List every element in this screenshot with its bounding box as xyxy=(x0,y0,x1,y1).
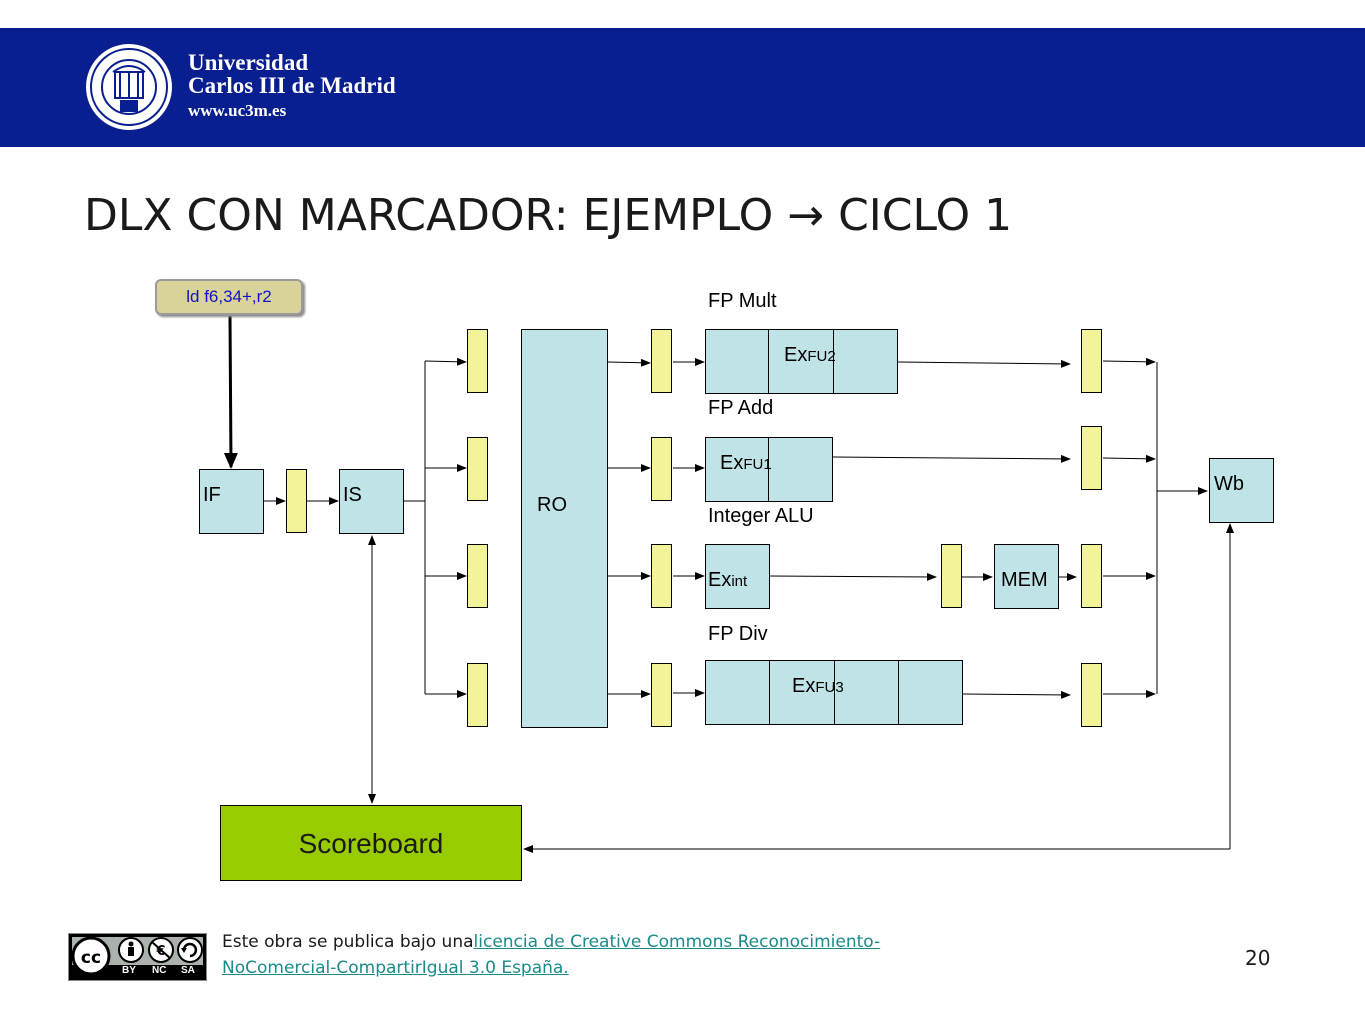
ex-fu1-label: ExFU1 xyxy=(720,452,772,474)
fu3-cell-1 xyxy=(705,660,770,725)
wb-input-latch-add xyxy=(1081,426,1102,490)
ro-input-latch-mult xyxy=(467,329,488,393)
svg-text:€: € xyxy=(155,944,165,959)
if-label: IF xyxy=(203,484,221,506)
license-prefix: Este obra se publica bajo una xyxy=(222,932,474,952)
wb-input-latch-div xyxy=(1081,663,1102,727)
cc-by-nc-sa-icon: cc € xyxy=(69,934,206,980)
ex-input-latch-add xyxy=(651,437,672,501)
cc-sa-label: SA xyxy=(181,965,195,976)
page-number: 20 xyxy=(1245,946,1271,970)
fu2-cell-3 xyxy=(833,329,898,394)
svg-text:cc: cc xyxy=(81,948,101,968)
license-text: Este obra se publica bajo unalicencia de… xyxy=(222,929,922,981)
slide-title: DLX CON MARCADOR: EJEMPLO → CICLO 1 xyxy=(84,190,1013,241)
ex-int-label: Exint xyxy=(708,569,748,591)
fp-add-label: FP Add xyxy=(708,397,774,419)
fu2-cell-1 xyxy=(705,329,770,394)
ro-stage: RO xyxy=(521,329,608,728)
ex-fu3-label: ExFU3 xyxy=(792,675,844,697)
ex-input-latch-mult xyxy=(651,329,672,393)
cc-nc-label: NC xyxy=(152,965,167,976)
wb-label: Wb xyxy=(1214,473,1244,495)
cc-by-label: BY xyxy=(122,965,136,976)
creative-commons-badge: cc € BY NC SA xyxy=(68,933,207,981)
mem-label: MEM xyxy=(1001,569,1048,591)
mem-stage: MEM xyxy=(994,544,1059,609)
fp-div-label: FP Div xyxy=(708,623,768,645)
wb-input-latch-mult xyxy=(1081,329,1102,393)
fu2-cell-2 xyxy=(768,329,835,394)
if-stage: IF xyxy=(199,469,264,534)
fu3-cell-3 xyxy=(834,660,899,725)
university-name-line1: Universidad xyxy=(188,50,309,75)
university-seal-icon xyxy=(86,44,172,130)
header-banner xyxy=(0,28,1365,147)
ex-fu2-label: ExFU2 xyxy=(784,344,836,366)
license-link[interactable]: licencia de Creative Commons Reconocimie… xyxy=(222,932,881,978)
ex-input-latch-div xyxy=(651,663,672,727)
int-cell: Exint xyxy=(705,544,770,609)
fu3-cell-2 xyxy=(769,660,835,725)
ro-input-latch-int xyxy=(467,544,488,608)
wb-stage: Wb xyxy=(1209,458,1274,523)
ex-input-latch-int xyxy=(651,544,672,608)
integer-alu-label: Integer ALU xyxy=(708,505,814,527)
university-website: www.uc3m.es xyxy=(188,101,287,120)
ro-input-latch-add xyxy=(467,437,488,501)
current-instruction: ld f6,34+,r2 xyxy=(155,279,303,315)
mem-input-latch xyxy=(941,544,962,608)
scoreboard: Scoreboard xyxy=(220,805,522,881)
fp-mult-label: FP Mult xyxy=(708,290,777,312)
wb-input-latch-int xyxy=(1081,544,1102,608)
fu3-cell-4 xyxy=(898,660,963,725)
university-name-line2: Carlos III de Madrid xyxy=(188,73,396,98)
ro-label: RO xyxy=(537,494,567,516)
is-label: IS xyxy=(343,484,362,506)
fu1-cell-2 xyxy=(768,437,833,502)
if-is-latch xyxy=(286,469,307,533)
ro-input-latch-div xyxy=(467,663,488,727)
is-stage: IS xyxy=(339,469,404,534)
